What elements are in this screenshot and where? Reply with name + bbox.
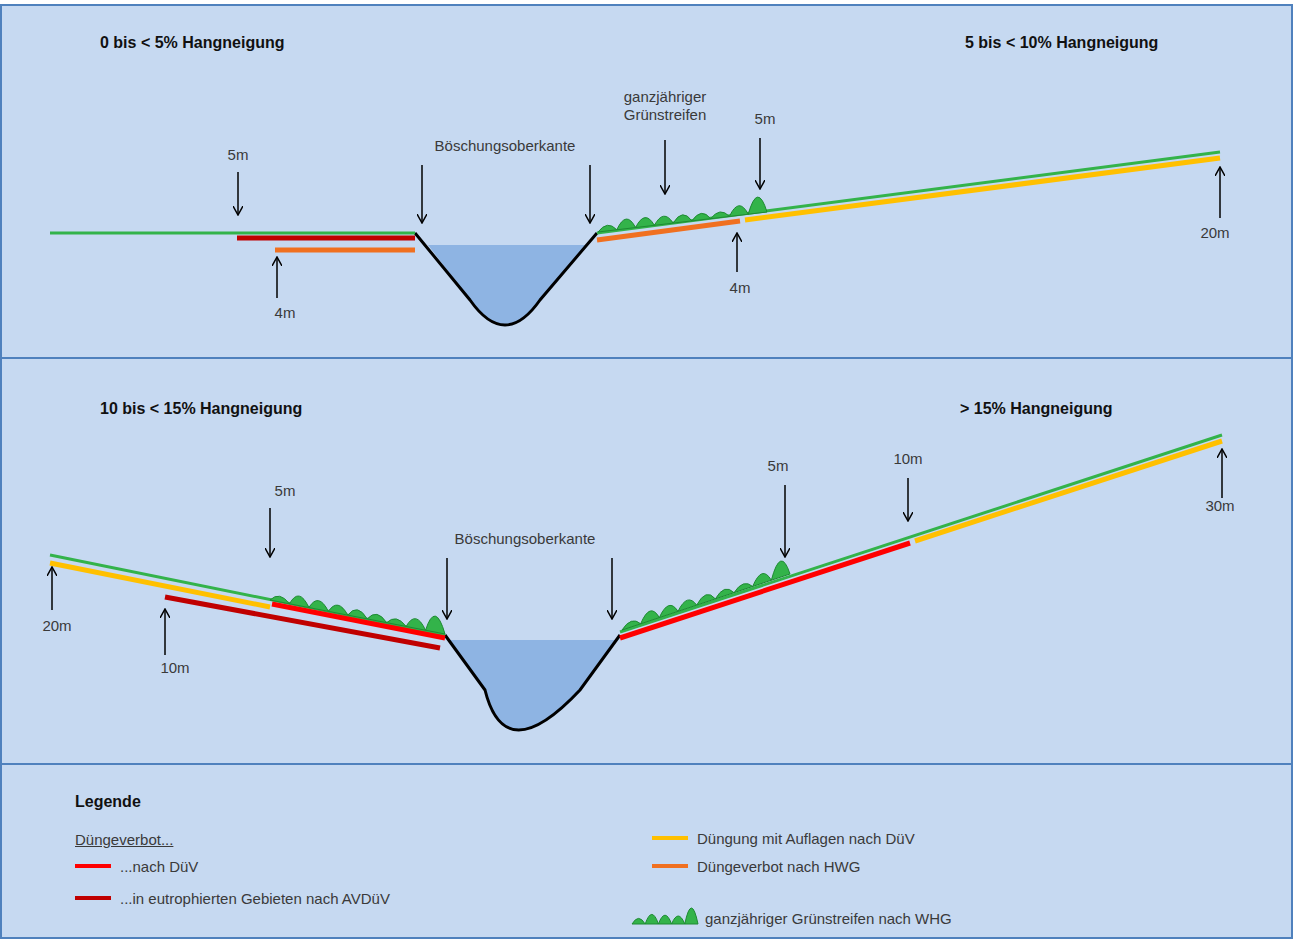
pointer-arrow (907, 478, 909, 520)
fertilising-conditions (745, 158, 1220, 220)
pointer-arrow (759, 138, 761, 188)
green-strip (598, 197, 767, 232)
dimension-label: Böschungsoberkante (435, 137, 576, 155)
panel-divider (1, 763, 1292, 765)
legend-swatch (652, 864, 688, 868)
legend-text: ...nach DüV (120, 858, 198, 875)
dimension-label: 5m (228, 146, 249, 164)
water (450, 640, 615, 730)
legend-text: Düngung mit Auflagen nach DüV (697, 830, 915, 847)
dimension-label: 5m (755, 110, 776, 128)
ground-line (50, 232, 415, 235)
fertilising-conditions (915, 441, 1222, 541)
pointer-arrow (784, 485, 786, 556)
dimension-label: 30m (1205, 497, 1234, 515)
slope-heading: 0 bis < 5% Hangneigung (100, 33, 284, 52)
dimension-label: ganzjähriger Grünstreifen (615, 88, 715, 124)
pointer-arrow (664, 140, 666, 193)
pointer-arrow (736, 234, 738, 272)
dimension-label: 10m (893, 450, 922, 468)
pointer-arrow (611, 558, 613, 618)
dimension-label: 5m (768, 457, 789, 475)
dimension-label: 4m (275, 304, 296, 322)
pointer-arrow (589, 165, 591, 222)
channel (445, 635, 620, 730)
legend-text: Düngeverbot nach HWG (697, 858, 860, 875)
ground-line (597, 152, 1220, 233)
pointer-arrow (446, 558, 448, 618)
pointer-arrow (51, 568, 53, 610)
pointer-arrow (421, 165, 423, 222)
legend-text: ganzjähriger Grünstreifen nach WHG (705, 910, 952, 927)
channel (415, 233, 597, 325)
ban-duev (620, 543, 910, 638)
dimension-label: 20m (42, 617, 71, 635)
legend-swatch (652, 836, 688, 840)
slope-heading: > 15% Hangneigung (960, 399, 1112, 418)
green-strip (622, 561, 790, 630)
pointer-arrow (237, 172, 239, 214)
pointer-arrow (1221, 450, 1223, 498)
pointer-arrow (164, 610, 166, 655)
dimension-label: 5m (275, 482, 296, 500)
ground-line (50, 555, 445, 635)
slope-heading: 5 bis < 10% Hangneigung (965, 33, 1158, 52)
dimension-label: 4m (730, 279, 751, 297)
background (1, 5, 1292, 938)
legend-text: ...in eutrophierten Gebieten nach AVDüV (120, 890, 390, 907)
pointer-arrow (269, 508, 271, 556)
legend-swatch (75, 896, 111, 900)
slope-heading: 10 bis < 15% Hangneigung (100, 399, 302, 418)
fertilising-conditions (50, 563, 270, 607)
ground-line (620, 435, 1222, 632)
dimension-label: 10m (160, 659, 189, 677)
dimension-label: 20m (1200, 224, 1229, 242)
ban-avduev (237, 236, 415, 241)
panel-divider (1, 357, 1292, 359)
water (428, 245, 588, 325)
green-strip (270, 596, 445, 634)
pointer-arrow (1219, 168, 1221, 218)
ban-hwg (275, 248, 415, 253)
dimension-label: Böschungsoberkante (455, 530, 596, 548)
pointer-arrow (276, 258, 278, 298)
legend-swatch (75, 864, 111, 868)
legend-title: Legende (75, 792, 141, 811)
dimension-label: Düngeverbot... (75, 831, 173, 849)
legend-sample (632, 908, 698, 924)
